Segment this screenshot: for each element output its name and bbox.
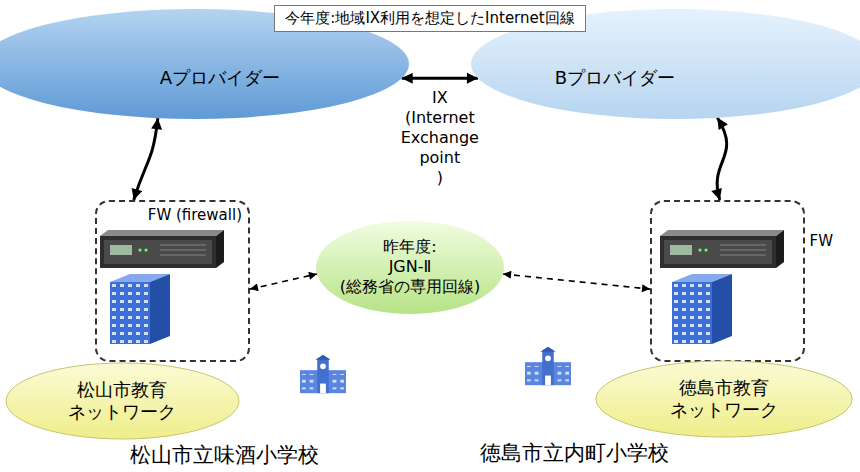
firewall-device bbox=[660, 230, 784, 268]
edge-label-holder: IX (Internet Exchange point ) bbox=[398, 88, 482, 188]
label-holder: 松山市立味酒小学校 bbox=[130, 443, 319, 468]
node-text: 徳島市教育 ネットワーク bbox=[670, 377, 778, 422]
office-building bbox=[110, 274, 170, 344]
connector bbox=[134, 118, 158, 200]
ellipse-shape bbox=[0, 9, 409, 119]
connector bbox=[717, 118, 727, 200]
node-text: Bプロバイダー bbox=[555, 67, 675, 90]
firewall-group: FW bbox=[650, 200, 805, 362]
ellipse-shape bbox=[596, 361, 852, 437]
connector bbox=[503, 274, 650, 289]
edge-label: IX (Internet Exchange point ) bbox=[398, 88, 482, 188]
label-holder: 徳島市立内町小学校 bbox=[480, 441, 669, 466]
school-name: 松山市立味酒小学校 bbox=[130, 443, 319, 468]
node-text: 松山市教育 ネットワーク bbox=[68, 379, 176, 424]
ellipse-shape bbox=[471, 9, 860, 119]
connector bbox=[250, 274, 317, 289]
node-text: FW bbox=[810, 232, 833, 251]
node-text: Aプロバイダー bbox=[160, 67, 280, 90]
node-text: 昨年度: JGN-Ⅱ (総務省の専用回線) bbox=[340, 237, 480, 297]
ellipse-shape bbox=[316, 221, 504, 314]
school-name: 徳島市立内町小学校 bbox=[480, 441, 669, 466]
school-icon bbox=[300, 355, 346, 393]
heading-box: 今年度:地域IX利用を想定したInternet回線 bbox=[274, 5, 585, 32]
firewall-device bbox=[100, 230, 224, 268]
network-ellipse: 松山市教育 ネットワーク bbox=[5, 362, 240, 440]
ellipse-shape bbox=[6, 363, 239, 439]
firewall-group: FW (firewall) bbox=[95, 200, 250, 362]
network-ellipse: 徳島市教育 ネットワーク bbox=[595, 360, 853, 438]
office-building bbox=[672, 274, 732, 344]
leased-line-ellipse: 昨年度: JGN-Ⅱ (総務省の専用回線) bbox=[315, 220, 505, 315]
school-icon bbox=[525, 347, 571, 385]
node-text: 今年度:地域IX利用を想定したInternet回線 bbox=[285, 9, 574, 28]
node-text: FW (firewall) bbox=[148, 206, 242, 225]
connector bbox=[402, 77, 478, 80]
